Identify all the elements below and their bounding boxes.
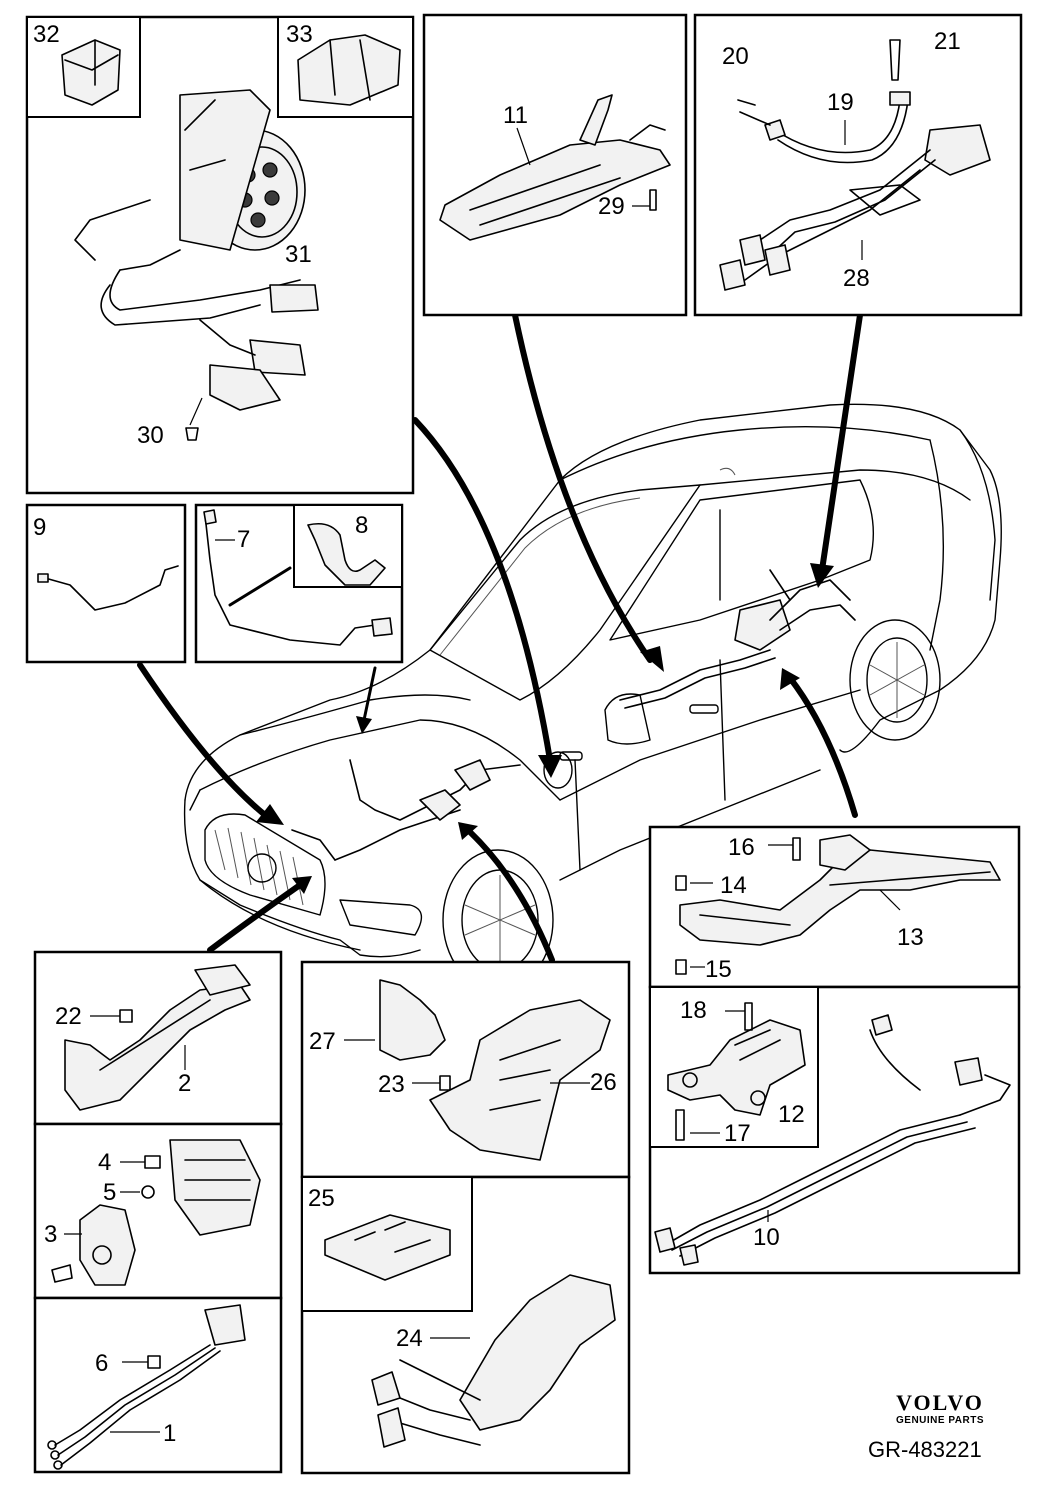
- label-5: 5: [103, 1179, 116, 1206]
- label-8: 8: [355, 512, 368, 539]
- label-22: 22: [55, 1003, 82, 1030]
- label-19: 19: [827, 89, 854, 116]
- volvo-genuine-parts-logo: VOLVO GENUINE PARTS: [870, 1392, 1010, 1428]
- panel-9: [25, 503, 187, 664]
- panel-charging-inlet: [25, 15, 415, 495]
- label-14: 14: [720, 872, 747, 899]
- panel-1-6: [33, 1296, 283, 1474]
- brand-logo-text: VOLVO: [896, 1390, 984, 1415]
- label-9: 9: [33, 514, 46, 541]
- label-28: 28: [843, 265, 870, 292]
- panel-13-16: [648, 825, 1021, 989]
- label-2: 2: [178, 1070, 191, 1097]
- panel-19-28: [693, 13, 1023, 317]
- brand-subtitle: GENUINE PARTS: [896, 1415, 984, 1426]
- label-7: 7: [237, 526, 250, 553]
- label-32: 32: [33, 21, 60, 48]
- panel-3-5: [33, 1122, 283, 1300]
- label-26: 26: [590, 1069, 617, 1096]
- label-29: 29: [598, 193, 625, 220]
- diagram-reference-code: GR-483221: [868, 1437, 982, 1462]
- label-12: 12: [778, 1101, 805, 1128]
- label-11: 11: [503, 102, 528, 129]
- panel-2-22: [33, 950, 283, 1126]
- label-3: 3: [44, 1221, 57, 1248]
- label-16: 16: [728, 834, 755, 861]
- label-31: 31: [285, 241, 312, 268]
- label-10: 10: [753, 1224, 780, 1251]
- label-33: 33: [286, 21, 313, 48]
- label-18: 18: [680, 997, 707, 1024]
- label-21: 21: [934, 28, 961, 55]
- panel-23-27: [300, 960, 631, 1179]
- label-15: 15: [705, 956, 732, 983]
- label-23: 23: [378, 1071, 405, 1098]
- panel-11: [422, 13, 688, 317]
- label-4: 4: [98, 1149, 111, 1176]
- label-17: 17: [724, 1120, 751, 1147]
- label-1: 1: [163, 1420, 176, 1447]
- label-30: 30: [137, 422, 164, 449]
- label-27: 27: [309, 1028, 336, 1055]
- panel-24-25: [300, 1175, 631, 1475]
- part-number-labels: 32 33 31 30 11 29 20 21 19 28 9 7 8 16 1…: [33, 21, 961, 1447]
- label-25: 25: [308, 1185, 335, 1212]
- panel-7-8: [194, 503, 404, 664]
- label-13: 13: [897, 924, 924, 951]
- label-20: 20: [722, 43, 749, 70]
- label-24: 24: [396, 1325, 423, 1352]
- label-6: 6: [95, 1350, 108, 1377]
- panel-10-12: [648, 985, 1021, 1275]
